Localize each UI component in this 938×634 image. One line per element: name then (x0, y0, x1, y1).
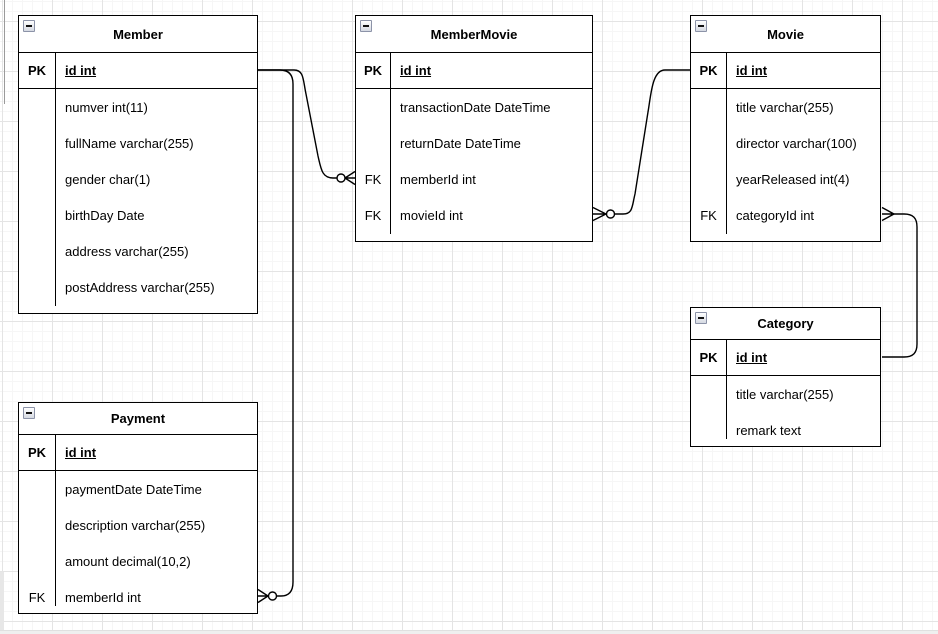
column-name: gender char(1) (65, 171, 151, 187)
table-row[interactable]: PK id int (691, 53, 880, 89)
column-name: categoryId int (736, 207, 815, 223)
minus-icon (363, 25, 369, 27)
column-name: numver int(11) (65, 99, 148, 115)
column-name: description varchar(255) (65, 517, 206, 533)
table-row[interactable]: gender char(1) (19, 161, 257, 197)
canvas-left-strip (0, 572, 4, 634)
column-name: fullName varchar(255) (65, 135, 194, 151)
column-name: remark text (736, 422, 802, 438)
table-row[interactable]: address varchar(255) (19, 233, 257, 269)
collapse-icon[interactable] (23, 407, 35, 419)
column-name: id int (736, 350, 768, 365)
column-name: id int (400, 63, 432, 78)
table-row[interactable]: transactionDate DateTime (356, 89, 592, 125)
minus-icon (698, 317, 704, 319)
column-name: amount decimal(10,2) (65, 553, 191, 569)
column-name: address varchar(255) (65, 243, 189, 259)
table-row[interactable]: returnDate DateTime (356, 125, 592, 161)
entity-title: MemberMovie (430, 26, 518, 42)
table-row[interactable]: yearReleased int(4) (691, 161, 880, 197)
fk-badge: FK (364, 171, 382, 187)
fk-badge: FK (28, 589, 46, 605)
table-row[interactable]: PK id int (19, 435, 257, 471)
pk-badge: PK (363, 63, 383, 78)
edge-member-to-membermovie[interactable] (258, 69, 356, 186)
pk-column-divider (726, 53, 728, 234)
entity-category-titlebar[interactable]: Category (691, 308, 880, 340)
entity-category[interactable]: Category PK id int title varchar(255) re… (690, 307, 881, 447)
entity-title: Movie (767, 26, 804, 42)
edge-movie-to-category[interactable] (881, 206, 918, 358)
entity-movie-titlebar[interactable]: Movie (691, 16, 880, 53)
entity-membermovie[interactable]: MemberMovie PK id int transactionDate Da… (355, 15, 593, 242)
table-row[interactable]: director varchar(100) (691, 125, 880, 161)
collapse-icon[interactable] (360, 20, 372, 32)
column-name: yearReleased int(4) (736, 171, 850, 187)
column-name: birthDay Date (65, 207, 145, 223)
entity-membermovie-titlebar[interactable]: MemberMovie (356, 16, 592, 53)
column-name: postAddress varchar(255) (65, 279, 215, 295)
table-row[interactable]: title varchar(255) (691, 89, 880, 125)
table-row[interactable]: numver int(11) (19, 89, 257, 125)
edge-movie-to-membermovie[interactable] (592, 69, 690, 222)
fk-badge: FK (364, 207, 382, 223)
column-name: transactionDate DateTime (400, 99, 551, 115)
table-row[interactable]: title varchar(255) (691, 376, 880, 412)
entity-movie[interactable]: Movie PK id int title varchar(255) direc… (690, 15, 881, 242)
collapse-icon[interactable] (23, 20, 35, 32)
column-name: id int (736, 63, 768, 78)
collapse-icon[interactable] (695, 20, 707, 32)
pk-column-divider (726, 340, 728, 439)
entity-payment[interactable]: Payment PK id int paymentDate DateTime d… (18, 402, 258, 614)
table-row[interactable]: FK memberId int (356, 161, 592, 197)
column-name: paymentDate DateTime (65, 481, 202, 497)
column-name: id int (65, 445, 97, 460)
table-row[interactable]: description varchar(255) (19, 507, 257, 543)
table-row[interactable]: birthDay Date (19, 197, 257, 233)
table-row[interactable]: PK id int (691, 340, 880, 376)
minus-icon (698, 25, 704, 27)
entity-member-titlebar[interactable]: Member (19, 16, 257, 53)
table-row[interactable]: FK memberId int (19, 579, 257, 615)
pk-badge: PK (27, 63, 47, 78)
column-name: memberId int (400, 171, 476, 187)
table-row[interactable]: postAddress varchar(255) (19, 269, 257, 305)
table-row[interactable]: paymentDate DateTime (19, 471, 257, 507)
entity-title: Payment (110, 411, 166, 426)
pk-column-divider (55, 53, 57, 306)
table-row[interactable]: PK id int (19, 53, 257, 89)
column-name: id int (65, 63, 97, 78)
table-row[interactable]: remark text (691, 412, 880, 448)
entity-title: Category (757, 316, 814, 331)
entity-payment-titlebar[interactable]: Payment (19, 403, 257, 435)
pk-badge: PK (699, 350, 718, 365)
fk-badge: FK (700, 207, 717, 223)
collapse-icon[interactable] (695, 312, 707, 324)
pk-badge: PK (27, 445, 47, 460)
edge-member-to-payment[interactable] (257, 69, 294, 604)
pk-column-divider (390, 53, 392, 234)
entity-title: Member (113, 26, 163, 42)
page-edge-line (4, 0, 5, 104)
table-row[interactable]: fullName varchar(255) (19, 125, 257, 161)
entity-member[interactable]: Member PK id int numver int(11) fullName… (18, 15, 258, 314)
table-row[interactable]: PK id int (356, 53, 592, 89)
table-row[interactable]: FK categoryId int (691, 197, 880, 233)
column-name: title varchar(255) (736, 386, 834, 402)
column-name: memberId int (65, 589, 141, 605)
minus-icon (26, 25, 32, 27)
column-name: director varchar(100) (736, 135, 857, 151)
pk-badge: PK (699, 63, 718, 78)
column-name: returnDate DateTime (400, 135, 521, 151)
minus-icon (26, 412, 32, 414)
column-name: title varchar(255) (736, 99, 834, 115)
canvas-bottom-strip (0, 630, 938, 634)
table-row[interactable]: FK movieId int (356, 197, 592, 233)
column-name: movieId int (400, 207, 463, 223)
pk-column-divider (55, 435, 57, 606)
table-row[interactable]: amount decimal(10,2) (19, 543, 257, 579)
